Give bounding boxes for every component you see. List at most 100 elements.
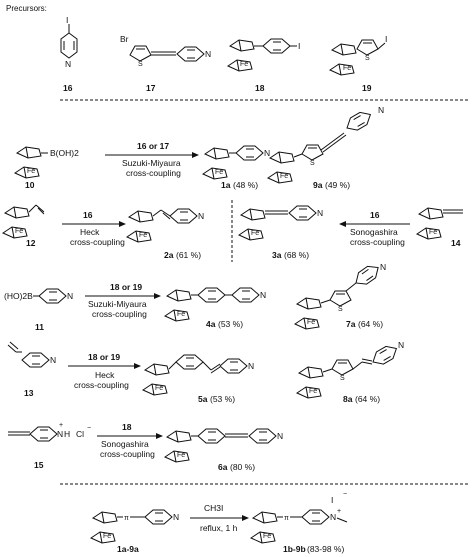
product-9a-label: 9a bbox=[313, 180, 323, 190]
product-7a-label: 7a bbox=[346, 319, 356, 329]
conditions-row3-line2: cross-coupling bbox=[92, 309, 147, 319]
positive-charge: + bbox=[337, 508, 341, 515]
nitrogen-atom: N bbox=[248, 361, 254, 371]
conditions-row5-line1: Sonogashira bbox=[101, 439, 149, 449]
nitrogen-atom: N bbox=[378, 105, 384, 115]
nitrogen-atom: N bbox=[65, 59, 71, 69]
nitrogen-atom: N bbox=[173, 512, 179, 522]
chloride-atom: Cl bbox=[76, 429, 84, 439]
product-5a-structure: Fe N bbox=[142, 354, 254, 396]
precursor-17-structure: Br S N bbox=[120, 34, 211, 68]
iron-atom: Fe bbox=[309, 388, 317, 395]
product-4a-label: 4a bbox=[206, 319, 216, 329]
product-8a-yield: (64 %) bbox=[355, 394, 380, 404]
nitrogen-atom: N bbox=[264, 148, 270, 158]
boronic-acid-group: (HO)2B bbox=[4, 291, 33, 301]
nitrogen-atom: N bbox=[277, 431, 283, 441]
conditions-row4-line2: cross-coupling bbox=[74, 380, 129, 390]
conditions-row5-line2: cross-coupling bbox=[100, 449, 155, 459]
nitrogen-atom: N bbox=[317, 208, 323, 218]
product-6a-label: 6a bbox=[218, 462, 228, 472]
iron-atom: Fe bbox=[307, 319, 315, 326]
reactant-13-structure: N bbox=[7, 341, 56, 368]
conditions-row2-right-line1: Sonogashira bbox=[350, 227, 398, 237]
product-5a-label: 5a bbox=[198, 394, 208, 404]
precursors-label: Precursors: bbox=[6, 4, 47, 13]
iron-atom: Fe bbox=[177, 311, 185, 318]
iron-atom: Fe bbox=[251, 230, 259, 237]
negative-charge: − bbox=[87, 425, 91, 432]
iron-atom: Fe bbox=[263, 533, 271, 540]
product-3a-structure: Fe N bbox=[238, 205, 323, 241]
precursor-18-structure: Fe I bbox=[227, 38, 300, 72]
conditions-row1-line2: cross-coupling bbox=[126, 168, 181, 178]
nitrogen-atom: N bbox=[67, 291, 73, 301]
reactant-10-label: 10 bbox=[25, 180, 35, 190]
iodine-atom: I bbox=[298, 41, 300, 51]
iodide-atom: I bbox=[331, 495, 333, 505]
nitrogen-atom: N bbox=[380, 262, 386, 272]
positive-charge: + bbox=[59, 422, 63, 429]
product-1b-9b-structure: Fe π N + I − bbox=[250, 491, 348, 544]
reactant-15-label: 15 bbox=[34, 460, 44, 470]
reactant-13-label: 13 bbox=[24, 388, 34, 398]
iron-atom: Fe bbox=[139, 232, 147, 239]
product-1b-9b-yield: (83-98 %) bbox=[307, 544, 344, 554]
reagent-row1: 16 or 17 bbox=[137, 141, 169, 151]
product-2a-yield: (61 %) bbox=[176, 250, 201, 260]
product-1a-structure: Fe N bbox=[202, 145, 270, 180]
reactant-11-label: 11 bbox=[35, 322, 44, 332]
iron-atom: Fe bbox=[103, 533, 111, 540]
conditions-row1-line1: Suzuki-Miyaura bbox=[122, 158, 181, 168]
reagent-row2-left: 16 bbox=[83, 210, 93, 220]
reagent-methyl-iodide: CH3I bbox=[204, 503, 223, 513]
product-3a-yield: (68 %) bbox=[284, 250, 309, 260]
boronic-acid-group: B(OH)2 bbox=[50, 148, 79, 158]
iron-atom: Fe bbox=[155, 385, 163, 392]
product-6a-structure: Fe N bbox=[164, 428, 283, 463]
reactant-14-label: 14 bbox=[451, 238, 461, 248]
precursor-16-label: 16 bbox=[63, 83, 73, 93]
product-4a-structure: Fe N bbox=[164, 287, 266, 322]
iron-atom: Fe bbox=[240, 61, 248, 68]
nitrogen-atom: N bbox=[50, 355, 56, 365]
product-1a-yield: (48 %) bbox=[233, 180, 258, 190]
product-8a-label: 8a bbox=[343, 394, 353, 404]
product-1a-label: 1a bbox=[221, 180, 231, 190]
conditions-row2-left-line1: Heck bbox=[80, 227, 100, 237]
reagent-row4: 18 or 19 bbox=[88, 352, 120, 362]
conditions-row2-right-line2: cross-coupling bbox=[350, 237, 405, 247]
reactant-14-structure: Fe bbox=[416, 207, 463, 240]
reactant-15-structure: N H + Cl − bbox=[8, 422, 91, 442]
product-1b-9b-label: 1b-9b bbox=[283, 544, 306, 554]
sulfur-atom: S bbox=[310, 160, 315, 167]
conditions-row4-line1: Heck bbox=[95, 370, 115, 380]
iron-atom: Fe bbox=[215, 169, 223, 176]
nitrogen-atom: N bbox=[198, 211, 204, 221]
sulfur-atom: S bbox=[338, 306, 343, 313]
product-7a-structure: Fe S N bbox=[294, 261, 386, 330]
product-4a-yield: (53 %) bbox=[218, 319, 243, 329]
reactant-1a-9a-structure: Fe π N bbox=[90, 509, 179, 544]
sulfur-atom: S bbox=[138, 61, 143, 68]
bromine-atom: Br bbox=[120, 34, 129, 44]
iron-atom: Fe bbox=[280, 173, 288, 180]
iron-atom: Fe bbox=[429, 229, 437, 236]
reactant-12-structure: Fe bbox=[2, 204, 45, 239]
nitrogen-hydrogen: H bbox=[64, 429, 70, 439]
reactant-12-label: 12 bbox=[26, 238, 36, 248]
iron-atom: Fe bbox=[27, 168, 35, 175]
product-9a-yield: (49 %) bbox=[325, 180, 350, 190]
product-5a-yield: (53 %) bbox=[210, 394, 235, 404]
protonated-nitrogen: N bbox=[57, 429, 63, 439]
iodine-atom: I bbox=[385, 34, 387, 44]
iron-atom: Fe bbox=[343, 65, 351, 72]
conditions-row6: reflux, 1 h bbox=[200, 523, 238, 533]
pi-linker: π bbox=[124, 515, 129, 522]
nitrogen-atom: N bbox=[260, 290, 266, 300]
product-2a-structure: Fe N bbox=[126, 208, 204, 243]
precursor-18-label: 18 bbox=[255, 83, 265, 93]
sulfur-atom: S bbox=[340, 375, 345, 382]
negative-charge: − bbox=[343, 491, 347, 498]
